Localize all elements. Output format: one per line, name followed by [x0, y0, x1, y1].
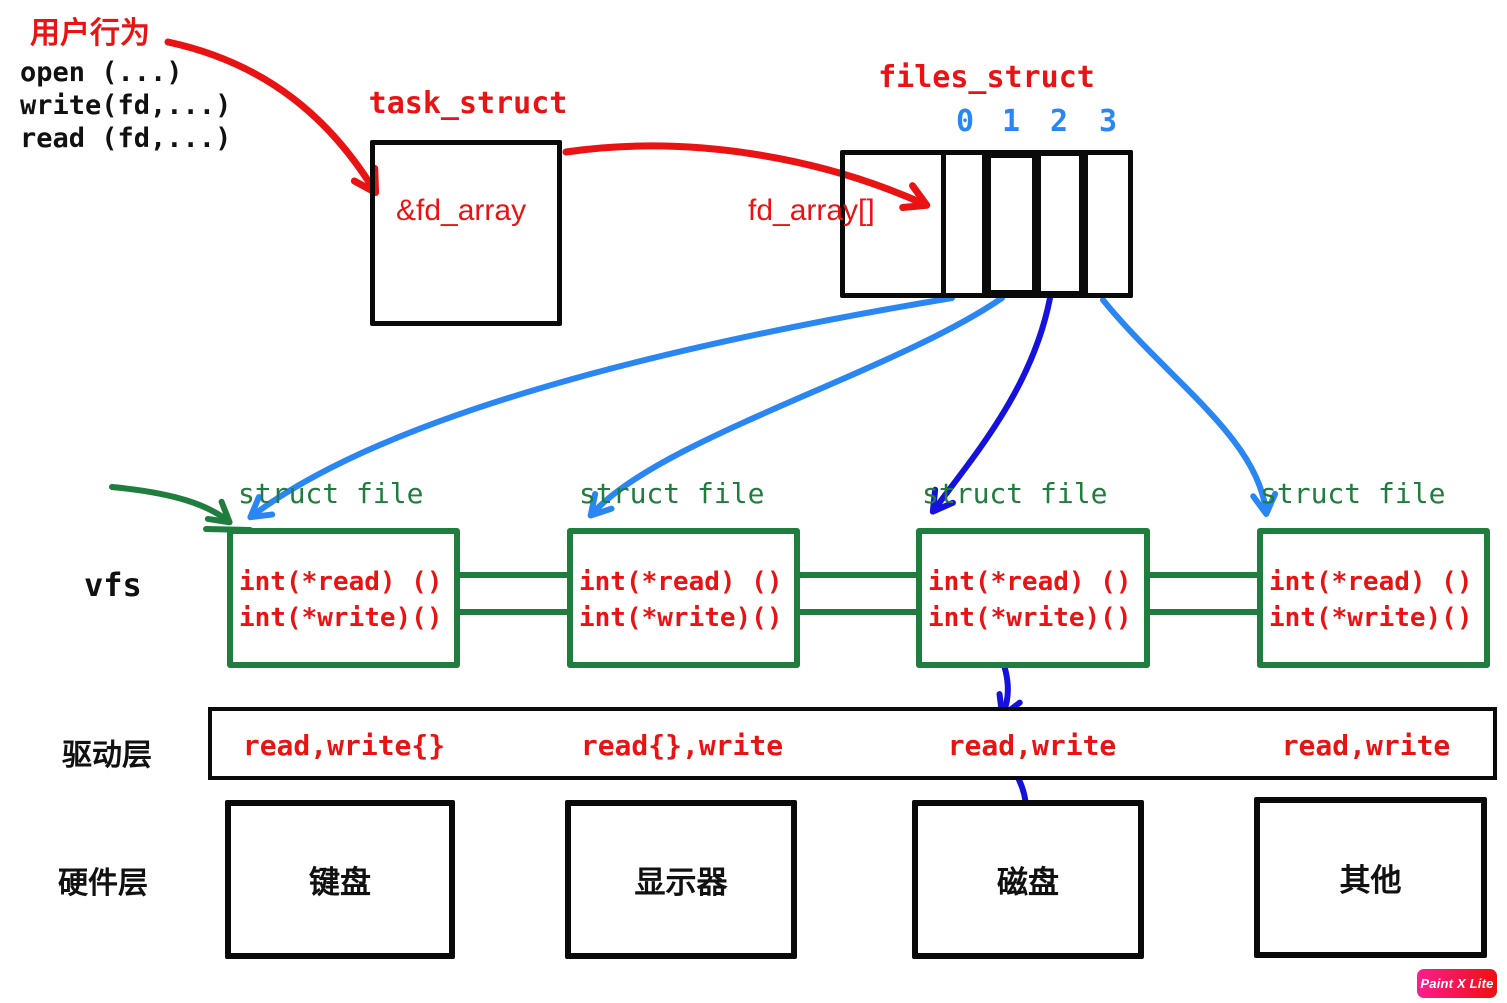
fd-cell-1	[986, 153, 1037, 295]
task-struct-field: &fd_array	[396, 194, 527, 227]
fd-cell-0	[941, 150, 987, 298]
struct-file-box-3: int(*read) () int(*write)()	[916, 528, 1150, 668]
driver-layer-box	[208, 707, 1497, 780]
code-line-write: write(fd,...)	[20, 90, 232, 121]
struct-file-box-4: int(*read) () int(*write)()	[1257, 528, 1490, 668]
fd-index-2: 2	[1049, 104, 1069, 139]
fd-cell-2	[1036, 151, 1084, 296]
file4-write-fn: int(*write)()	[1269, 603, 1473, 633]
task-struct-label: task_struct	[368, 86, 568, 121]
file1-write-fn: int(*write)()	[239, 603, 443, 633]
fd-cell-3	[1083, 150, 1133, 298]
paintx-watermark-badge: Paint X Lite	[1417, 969, 1497, 998]
hw-box-other: 其他	[1254, 797, 1487, 958]
vfs-label: vfs	[84, 566, 142, 604]
files-struct-label: files_struct	[878, 60, 1095, 95]
code-line-read: read (fd,...)	[20, 123, 232, 154]
task-struct-box	[370, 140, 562, 326]
file3-read-fn: int(*read) ()	[928, 567, 1132, 597]
user-action-code: open (...) write(fd,...) read (fd,...)	[20, 56, 231, 155]
file2-read-fn: int(*read) ()	[579, 567, 783, 597]
file2-write-fn: int(*write)()	[579, 603, 783, 633]
fd-index-0: 0	[955, 104, 975, 139]
driver-entry-1: read,write{}	[242, 729, 446, 762]
struct-file-label-2: struct file	[579, 477, 765, 510]
driver-entry-3: read,write	[947, 729, 1117, 762]
arrow-vfs-entry	[109, 484, 233, 526]
hw-keyboard-label: 键盘	[309, 865, 371, 900]
hw-box-display: 显示器	[565, 800, 797, 959]
struct-file-label-4: struct file	[1260, 477, 1446, 510]
file4-read-fn: int(*read) ()	[1269, 567, 1473, 597]
hw-other-label: 其他	[1339, 863, 1402, 898]
driver-entry-2: read{},write	[580, 729, 784, 762]
hw-disk-label: 磁盘	[997, 865, 1059, 900]
hardware-layer-label: 硬件层	[58, 867, 148, 900]
user-behavior-title: 用户行为	[30, 17, 150, 50]
struct-file-label-1: struct file	[238, 477, 424, 510]
hw-box-disk: 磁盘	[912, 800, 1144, 959]
struct-file-box-2: int(*read) () int(*write)()	[567, 528, 800, 668]
struct-file-box-1: int(*read) () int(*write)()	[227, 528, 460, 668]
fd-array-field: fd_array[]	[748, 194, 875, 227]
file1-read-fn: int(*read) ()	[239, 567, 443, 597]
driver-entry-4: read,write	[1281, 729, 1451, 762]
hw-box-keyboard: 键盘	[225, 800, 455, 959]
fd-index-1: 1	[1001, 104, 1021, 139]
file3-write-fn: int(*write)()	[928, 603, 1132, 633]
code-line-open: open (...)	[20, 57, 183, 88]
driver-layer-label: 驱动层	[62, 739, 152, 772]
arrow-fd3-to-file4	[1100, 297, 1279, 517]
fd-index-3: 3	[1098, 104, 1118, 139]
hw-display-label: 显示器	[634, 865, 728, 900]
paintx-watermark-label: Paint X Lite	[1420, 976, 1494, 991]
struct-file-label-3: struct file	[922, 477, 1108, 510]
